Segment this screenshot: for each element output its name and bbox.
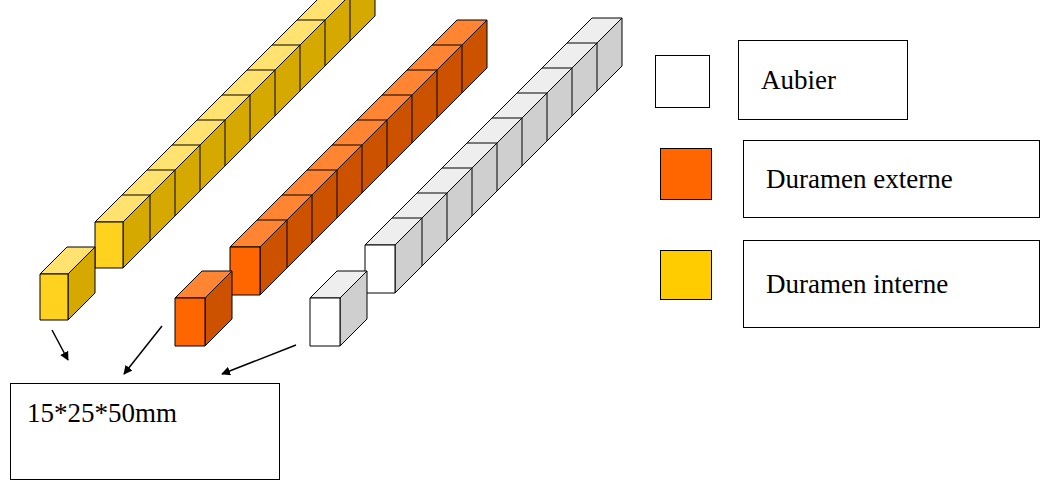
legend-label: Aubier — [739, 65, 850, 96]
legend-swatch — [660, 250, 712, 300]
legend-box: Duramen interne — [743, 240, 1040, 328]
legend-swatch — [660, 148, 712, 200]
legend-swatch — [655, 55, 710, 108]
legend-label: Duramen externe — [744, 164, 967, 195]
legend-box: Aubier — [738, 40, 908, 120]
sample-cube — [310, 271, 367, 346]
legend-box: Duramen externe — [743, 140, 1040, 218]
leader-arrows — [52, 326, 296, 374]
sample-cube — [40, 247, 95, 320]
dimension-label: 15*25*50mm — [11, 384, 279, 429]
wood-sample-bars — [40, 0, 622, 346]
sample-cube — [365, 218, 422, 293]
leader-arrow — [52, 330, 68, 360]
dimension-box: 15*25*50mm — [10, 383, 280, 480]
sample-cube — [175, 271, 232, 346]
sample-cube — [230, 220, 287, 295]
legend-label: Duramen interne — [744, 269, 962, 300]
leader-arrow — [222, 345, 296, 374]
sample-cube — [95, 195, 150, 268]
leader-arrow — [124, 326, 162, 374]
